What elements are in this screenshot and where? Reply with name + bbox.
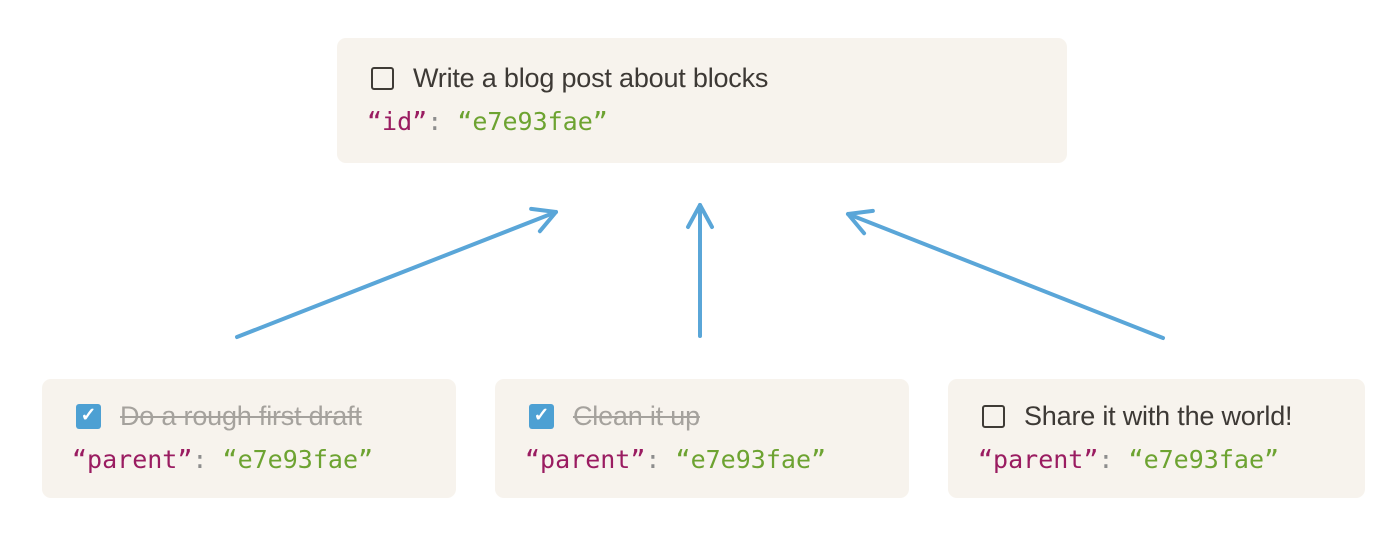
arrow-from-draft-to-parent xyxy=(235,206,558,339)
code-key: “parent” xyxy=(978,444,1099,474)
code-key: “parent” xyxy=(72,444,193,474)
checkbox-unchecked-icon[interactable] xyxy=(982,405,1005,428)
checkbox-unchecked-icon[interactable] xyxy=(371,67,394,90)
code-line: “parent”: “e7e93fae” xyxy=(525,445,879,475)
code-value: “e7e93fae” xyxy=(222,444,374,474)
check-glyph: ✓ xyxy=(533,405,550,426)
task-title: Do a rough first draft xyxy=(120,401,362,431)
check-glyph: ✓ xyxy=(80,405,97,426)
child-task-card-draft: ✓ Do a rough first draft “parent”: “e7e9… xyxy=(42,379,456,498)
task-row: Share it with the world! xyxy=(982,403,1335,431)
code-key: “parent” xyxy=(525,444,646,474)
task-row: Write a blog post about blocks xyxy=(371,65,1037,93)
checkbox-checked-icon[interactable]: ✓ xyxy=(76,404,101,429)
code-line: “parent”: “e7e93fae” xyxy=(978,445,1335,475)
code-separator: : xyxy=(645,444,676,474)
task-title: Share it with the world! xyxy=(1024,401,1293,431)
task-row: ✓ Do a rough first draft xyxy=(76,403,426,431)
code-separator: : xyxy=(427,106,458,136)
code-value: “e7e93fae” xyxy=(1128,444,1280,474)
checkbox-checked-icon[interactable]: ✓ xyxy=(529,404,554,429)
task-title: Clean it up xyxy=(573,401,700,431)
child-task-card-share: Share it with the world! “parent”: “e7e9… xyxy=(948,379,1365,498)
code-separator: : xyxy=(1098,444,1129,474)
parent-task-card: Write a blog post about blocks “id”: “e7… xyxy=(337,38,1067,163)
code-line: “id”: “e7e93fae” xyxy=(367,107,1037,137)
code-key: “id” xyxy=(367,106,428,136)
task-title: Write a blog post about blocks xyxy=(413,63,769,93)
code-separator: : xyxy=(192,444,223,474)
code-value: “e7e93fae” xyxy=(457,106,608,136)
arrow-from-share-to-parent xyxy=(846,208,1165,340)
code-line: “parent”: “e7e93fae” xyxy=(72,445,426,475)
child-task-card-cleanup: ✓ Clean it up “parent”: “e7e93fae” xyxy=(495,379,909,498)
code-value: “e7e93fae” xyxy=(675,444,827,474)
task-row: ✓ Clean it up xyxy=(529,403,879,431)
